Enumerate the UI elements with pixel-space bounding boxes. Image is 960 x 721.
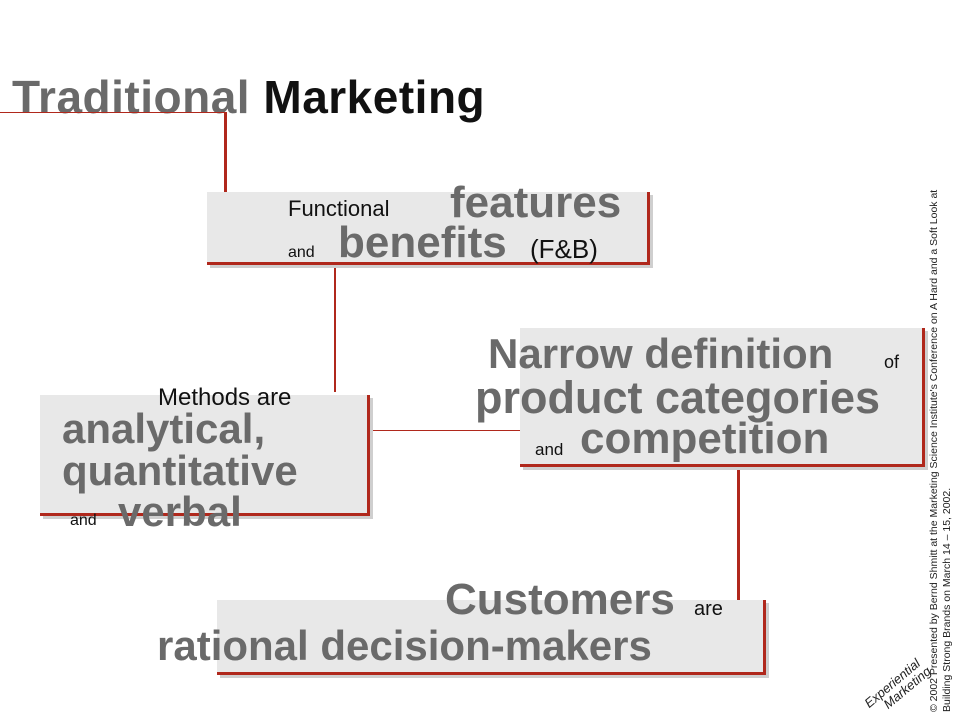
customers-line2: rational decision-makers [157,622,652,669]
connector-fb-methods [334,262,336,392]
box-methods [40,395,370,516]
title-traditional: Traditional [12,71,251,123]
copyright-line1: © 2002 Presented by Bernd Shmitt at the … [928,189,940,712]
methods-line3: verbal [118,488,242,535]
connector-title-fb [224,112,227,192]
methods-intro: Methods are [158,384,292,411]
fb-functional: Functional [288,196,390,221]
connector-methods-narrow [370,430,522,431]
box-customers [217,600,766,675]
fb-benefits: benefits [338,218,507,267]
box-features-benefits [207,192,650,265]
title-underline [0,112,227,113]
experiential-marketing-logo: Experiential Marketing [861,654,933,720]
narrow-line1: Narrow definition [488,330,834,377]
methods-line1: analytical, [62,405,266,452]
fb-and: and [288,244,315,261]
fb-acronym: (F&B) [530,234,598,264]
narrow-of: of [884,352,900,372]
narrow-and: and [535,440,564,459]
fb-features: features [450,178,622,227]
methods-line2: quantitative [62,447,298,494]
narrow-line2: product categories [475,372,881,423]
methods-and: and [70,512,97,529]
page-title: Traditional Marketing [12,70,485,124]
copyright-line2: Building Strong Brands on March 14 – 15,… [941,487,953,712]
customers-are: are [694,598,723,620]
title-marketing: Marketing [263,71,486,123]
customers-line1: Customers [445,575,675,624]
copyright-note: © 2002 Presented by Bernd Shmitt at the … [928,190,954,712]
connector-narrow-customers [737,465,740,600]
box-narrow-definition [520,328,925,467]
narrow-line3: competition [580,414,830,463]
